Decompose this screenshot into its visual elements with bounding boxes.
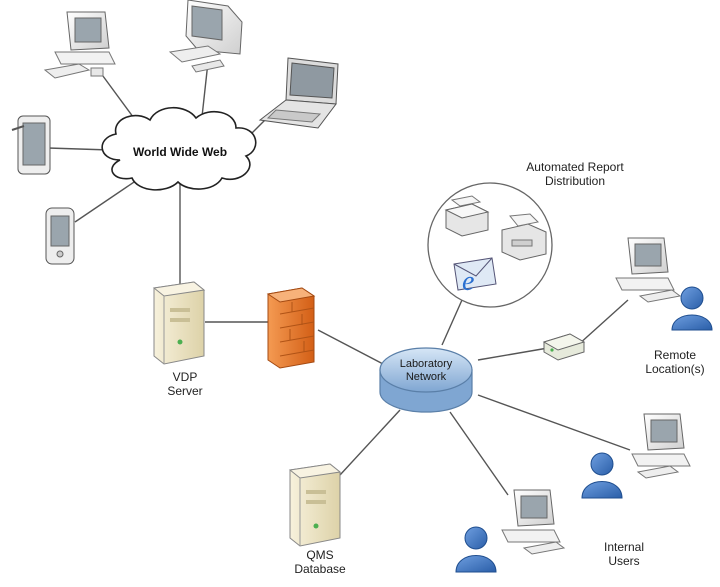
email-icon: e [453, 257, 497, 297]
qms-label-line1: QMS [306, 548, 334, 562]
link-phone-cloud [74, 177, 141, 223]
printer-icon [501, 213, 547, 261]
laptop-icon [258, 57, 339, 129]
desktop-computer-icon [615, 237, 682, 303]
hub-label-line2: Network [406, 371, 447, 383]
qms-database-label: QMS Database [280, 548, 360, 576]
report-label-line1: Automated Report [526, 160, 624, 174]
svg-text:e: e [462, 266, 474, 297]
internal-users-label: Internal Users [586, 540, 662, 568]
link-switch-remote [577, 299, 629, 346]
link-hub-report [441, 299, 463, 346]
vdp-label-line2: Server [167, 384, 203, 398]
network-switch-icon [542, 333, 586, 361]
remote-location-label: Remote Location(s) [630, 348, 720, 376]
user-icon [455, 526, 497, 573]
link-hub-switch [477, 347, 549, 361]
link-firewall-hub [317, 329, 386, 366]
hub-label-line1: Laboratory [400, 358, 453, 370]
link-tablet-cloud [47, 147, 111, 151]
firewall-icon [266, 287, 316, 369]
link-hub-qms [339, 409, 401, 476]
server-icon [152, 281, 206, 365]
cloud-icon: World Wide Web [101, 106, 257, 191]
user-icon [581, 452, 623, 499]
link-hub-internal-bottom [449, 411, 509, 496]
report-distribution-label: Automated Report Distribution [505, 160, 645, 188]
desktop-computer-icon [501, 489, 566, 555]
vdp-server-label: VDP Server [150, 370, 220, 398]
report-label-line2: Distribution [544, 174, 606, 188]
desktop-computer-icon [43, 11, 116, 79]
hub-icon: Laboratory Network [379, 347, 473, 413]
link-hub-internal-right [477, 394, 631, 451]
cloud-label: World Wide Web [133, 145, 227, 159]
crt-computer-icon [168, 0, 243, 73]
desktop-computer-icon [631, 413, 691, 479]
user-icon [671, 286, 713, 331]
internal-label-line2: Users [608, 554, 640, 568]
printer-icon [444, 195, 490, 237]
connection-lines [47, 61, 631, 496]
qms-label-line2: Database [294, 562, 346, 576]
remote-label-line1: Remote [653, 348, 697, 362]
phone-icon [45, 207, 75, 265]
report-distribution-group: e [427, 182, 553, 308]
tablet-icon [11, 115, 51, 175]
database-server-icon [288, 463, 342, 547]
internal-label-line1: Internal [603, 540, 645, 554]
remote-label-line2: Location(s) [645, 362, 705, 376]
vdp-label-line1: VDP [172, 370, 198, 384]
